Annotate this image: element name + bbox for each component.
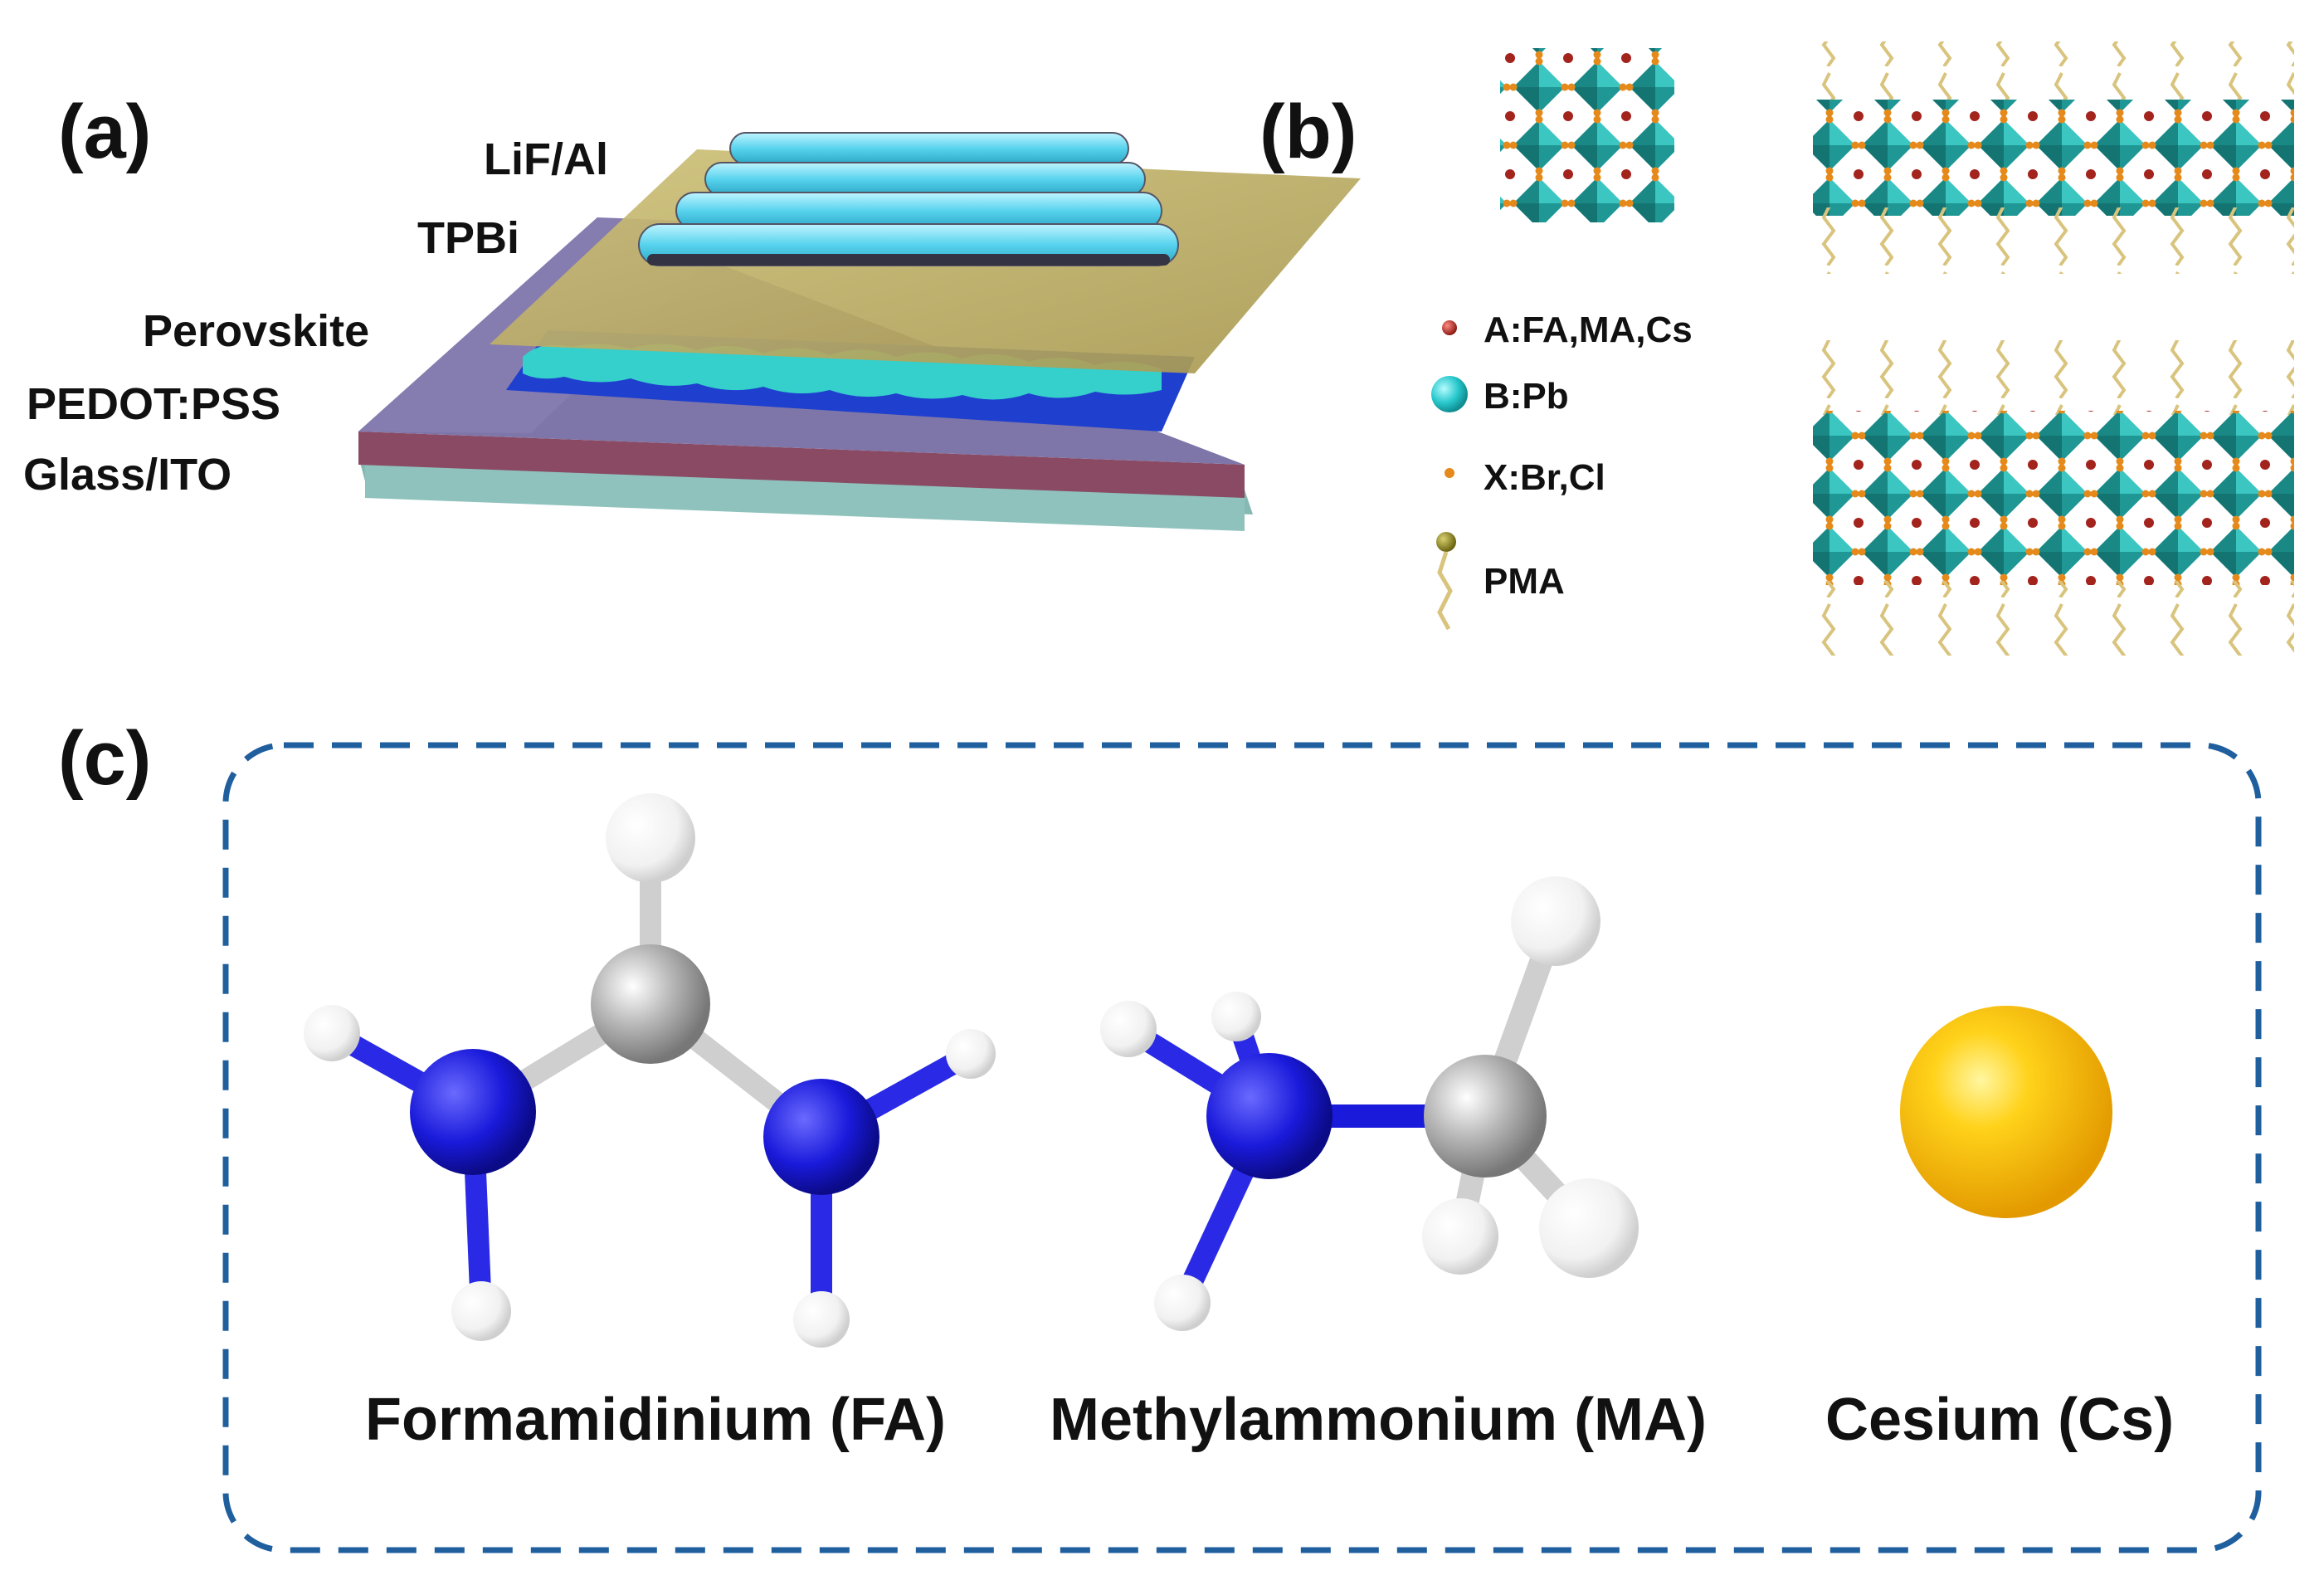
panel-a: (a) LiF/Al TPBi Perovskite PEDOT:PSS Gla…: [23, 90, 1361, 531]
hydrogen-atom: [1100, 1001, 1157, 1057]
hydrogen-atom: [606, 793, 695, 883]
panel-b: (b) A:FA,MA,Cs B:Pb X:Br,Cl: [1259, 41, 2294, 656]
layer-label-perovskite: Perovskite: [143, 306, 369, 356]
perovskite-2d-structure-top: [1813, 41, 2294, 274]
hydrogen-atom: [1154, 1275, 1211, 1331]
perovskite-3d-structure: [1500, 48, 1674, 222]
legend-a-site: A:FA,MA,Cs: [1484, 310, 1693, 350]
orange-dot-icon: [1445, 468, 1454, 478]
methylammonium-molecule: [1100, 876, 1639, 1331]
lif-al-electrodes: [638, 132, 1179, 266]
hydrogen-atom: [451, 1281, 511, 1341]
perovskite-2d-structure-bottom: [1813, 340, 2294, 656]
hydrogen-atom: [1511, 876, 1600, 966]
cyan-sphere-icon: [1431, 376, 1468, 412]
hydrogen-atom: [1539, 1178, 1639, 1278]
layer-label-pedot-pss: PEDOT:PSS: [27, 379, 280, 429]
legend-x-site: X:Br,Cl: [1484, 457, 1605, 498]
legend-b-site: B:Pb: [1484, 376, 1569, 417]
cesium-atom: [1900, 1006, 2112, 1218]
panel-b-label: (b): [1259, 90, 1357, 174]
nitrogen-atom: [410, 1049, 536, 1175]
molecule-label-ma: Methylammonium (MA): [1050, 1387, 1707, 1453]
panel-c: (c) Formamidinium (FA): [58, 716, 2262, 1553]
layer-label-glass-ito: Glass/ITO: [23, 450, 231, 500]
panel-c-label: (c): [58, 716, 151, 801]
layer-label-tpbi: TPBi: [417, 213, 519, 263]
hydrogen-atom: [1211, 992, 1261, 1041]
hydrogen-atom: [1422, 1198, 1498, 1275]
hydrogen-atom: [946, 1029, 996, 1079]
nitrogen-atom: [1206, 1053, 1333, 1179]
formamidinium-molecule: [304, 793, 996, 1348]
hydrogen-atom: [793, 1291, 850, 1348]
legend: A:FA,MA,Cs B:Pb X:Br,Cl PMA: [1431, 310, 1693, 631]
nitrogen-atom: [763, 1079, 879, 1195]
carbon-atom: [1424, 1055, 1547, 1178]
layer-label-lif-al: LiF/Al: [484, 134, 608, 184]
molecule-label-cs: Cesium (Cs): [1825, 1387, 2174, 1453]
hydrogen-atom: [304, 1005, 360, 1061]
molecule-label-fa: Formamidinium (FA): [365, 1387, 946, 1453]
panel-a-label: (a): [58, 90, 151, 174]
pedot-pss-layer: [358, 432, 1245, 498]
carbon-atom: [591, 944, 710, 1064]
red-sphere-icon: [1442, 320, 1457, 335]
legend-pma: PMA: [1484, 561, 1565, 602]
pma-chain-icon: [1436, 532, 1456, 631]
